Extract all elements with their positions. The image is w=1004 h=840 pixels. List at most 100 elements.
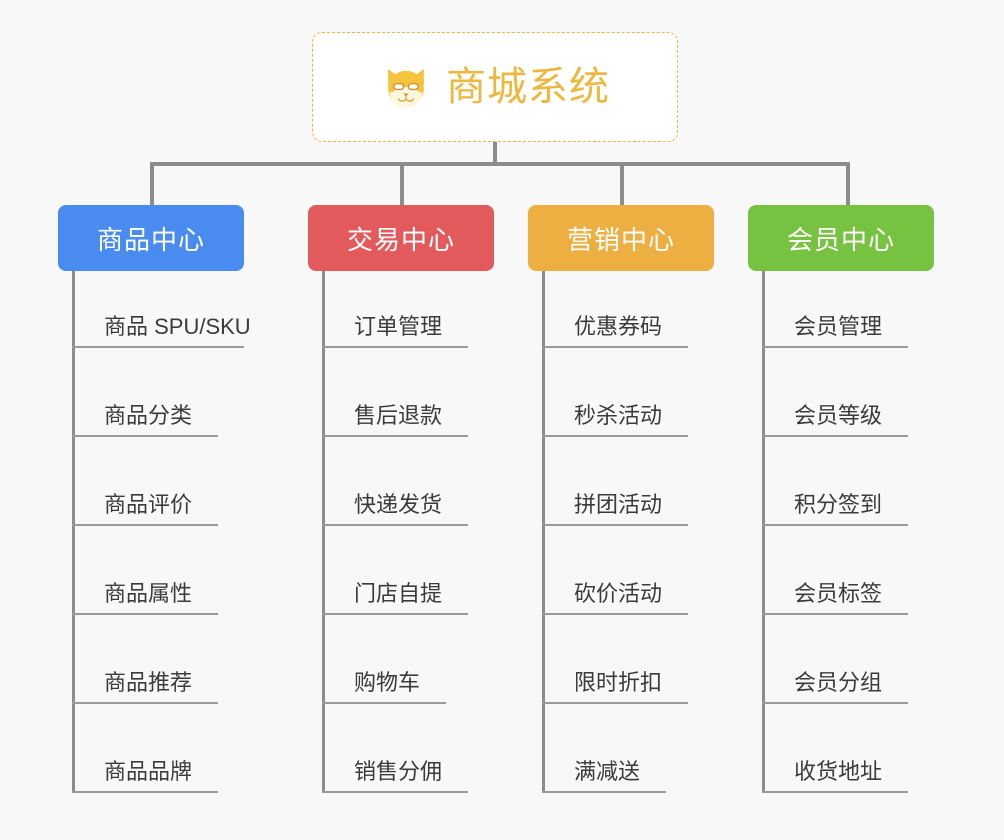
category-label: 交易中心: [346, 224, 455, 255]
leaf-underline: [322, 346, 468, 348]
connector-drop-marketing: [620, 162, 624, 208]
list-item[interactable]: 快递发货: [308, 449, 508, 538]
leaf-underline: [762, 702, 908, 704]
leaf-underline: [542, 524, 688, 526]
leaf-list-member-center: 会员管理 会员等级 积分签到 会员标签 会员分组 收货地址: [748, 271, 948, 805]
leaf-underline: [322, 524, 468, 526]
list-item[interactable]: 购物车: [308, 627, 508, 716]
leaf-underline: [542, 346, 688, 348]
leaf-label: 会员管理: [794, 314, 883, 339]
leaf-underline: [72, 524, 218, 526]
leaf-underline: [72, 613, 218, 615]
leaf-underline: [72, 702, 218, 704]
leaf-underline: [72, 791, 218, 793]
root-title: 商城系统: [446, 65, 610, 109]
leaf-label: 商品推荐: [104, 670, 193, 695]
category-label: 商品中心: [96, 224, 205, 255]
leaf-underline: [542, 435, 688, 437]
branch-marketing-center: 营销中心 优惠券码 秒杀活动 拼团活动 砍价活动 限时折扣: [528, 205, 728, 805]
leaf-label: 会员等级: [794, 403, 883, 428]
dog-face-icon: [388, 69, 424, 109]
list-item[interactable]: 会员管理: [748, 271, 948, 360]
branch-member-center: 会员中心 会员管理 会员等级 积分签到 会员标签 会员分组: [748, 205, 948, 805]
leaf-spine: [542, 271, 545, 793]
connector-root-stem: [493, 142, 497, 164]
leaf-spine: [72, 271, 75, 793]
connector-drop-member: [846, 162, 850, 208]
leaf-spine: [322, 271, 325, 793]
leaf-underline: [72, 346, 244, 348]
list-item[interactable]: 收货地址: [748, 716, 948, 805]
list-item[interactable]: 门店自提: [308, 538, 508, 627]
connector-horizontal-bus: [150, 162, 850, 166]
list-item[interactable]: 会员分组: [748, 627, 948, 716]
leaf-label: 限时折扣: [574, 670, 663, 695]
branch-trade-center: 交易中心 订单管理 售后退款 快递发货 门店自提 购物车: [308, 205, 508, 805]
list-item[interactable]: 商品推荐: [58, 627, 258, 716]
leaf-underline: [72, 435, 218, 437]
leaf-label: 门店自提: [354, 581, 443, 606]
leaf-list-product-center: 商品 SPU/SKU 商品分类 商品评价 商品属性 商品推荐 商品品牌: [58, 271, 258, 805]
leaf-label: 优惠券码: [574, 314, 663, 339]
list-item[interactable]: 拼团活动: [528, 449, 728, 538]
list-item[interactable]: 商品评价: [58, 449, 258, 538]
leaf-label: 拼团活动: [574, 492, 663, 517]
leaf-underline: [762, 791, 908, 793]
list-item[interactable]: 销售分佣: [308, 716, 508, 805]
leaf-label: 会员标签: [794, 581, 883, 606]
list-item[interactable]: 会员等级: [748, 360, 948, 449]
category-label: 营销中心: [566, 224, 675, 255]
leaf-underline: [322, 613, 468, 615]
leaf-spine: [762, 271, 765, 793]
list-item[interactable]: 会员标签: [748, 538, 948, 627]
connector-drop-product: [150, 162, 154, 208]
category-label: 会员中心: [786, 224, 895, 255]
leaf-underline: [542, 791, 666, 793]
leaf-label: 满减送: [574, 759, 641, 784]
category-header-trade-center[interactable]: 交易中心: [308, 205, 494, 271]
list-item[interactable]: 秒杀活动: [528, 360, 728, 449]
leaf-underline: [762, 524, 908, 526]
category-header-member-center[interactable]: 会员中心: [748, 205, 934, 271]
root-node[interactable]: 商城系统: [312, 32, 678, 142]
list-item[interactable]: 商品 SPU/SKU: [58, 271, 258, 360]
leaf-underline: [762, 435, 908, 437]
leaf-list-trade-center: 订单管理 售后退款 快递发货 门店自提 购物车 销售分佣: [308, 271, 508, 805]
leaf-label: 快递发货: [354, 492, 443, 517]
leaf-underline: [322, 791, 468, 793]
leaf-list-marketing-center: 优惠券码 秒杀活动 拼团活动 砍价活动 限时折扣 满减送: [528, 271, 728, 805]
leaf-label: 购物车: [354, 670, 421, 695]
list-item[interactable]: 优惠券码: [528, 271, 728, 360]
leaf-underline: [762, 613, 908, 615]
leaf-label: 商品 SPU/SKU: [104, 314, 251, 339]
list-item[interactable]: 积分签到: [748, 449, 948, 538]
list-item[interactable]: 商品属性: [58, 538, 258, 627]
leaf-underline: [542, 702, 688, 704]
category-header-product-center[interactable]: 商品中心: [58, 205, 244, 271]
connector-drop-trade: [400, 162, 404, 208]
list-item[interactable]: 商品品牌: [58, 716, 258, 805]
leaf-label: 商品评价: [104, 492, 193, 517]
leaf-underline: [322, 435, 468, 437]
list-item[interactable]: 砍价活动: [528, 538, 728, 627]
list-item[interactable]: 限时折扣: [528, 627, 728, 716]
list-item[interactable]: 售后退款: [308, 360, 508, 449]
branch-product-center: 商品中心 商品 SPU/SKU 商品分类 商品评价 商品属性 商品推荐: [58, 205, 258, 805]
category-header-marketing-center[interactable]: 营销中心: [528, 205, 714, 271]
leaf-label: 订单管理: [354, 314, 443, 339]
list-item[interactable]: 订单管理: [308, 271, 508, 360]
leaf-label: 积分签到: [794, 492, 883, 517]
leaf-underline: [542, 613, 688, 615]
leaf-label: 售后退款: [354, 403, 443, 428]
leaf-label: 收货地址: [794, 759, 883, 784]
leaf-underline: [322, 702, 446, 704]
leaf-label: 商品分类: [104, 403, 193, 428]
list-item[interactable]: 商品分类: [58, 360, 258, 449]
leaf-label: 商品品牌: [104, 759, 193, 784]
leaf-label: 销售分佣: [354, 759, 443, 784]
leaf-underline: [762, 346, 908, 348]
leaf-label: 会员分组: [794, 670, 883, 695]
list-item[interactable]: 满减送: [528, 716, 728, 805]
leaf-label: 砍价活动: [574, 581, 663, 606]
